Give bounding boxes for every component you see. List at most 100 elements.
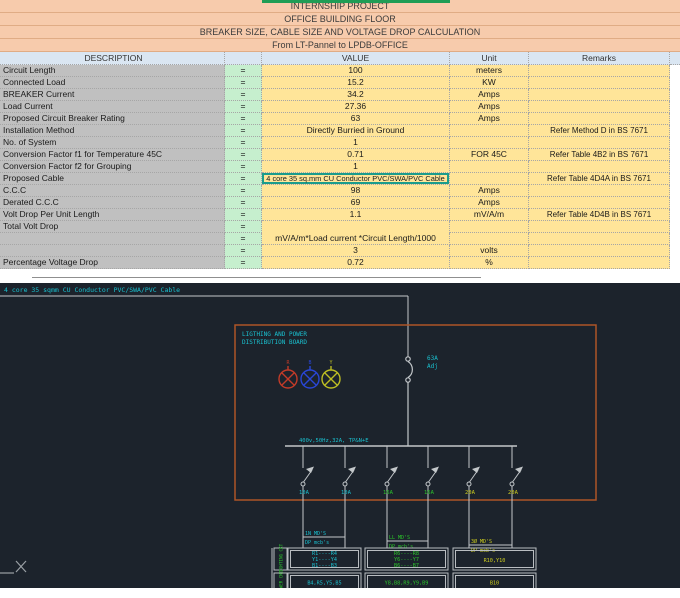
- cell-value[interactable]: 3: [262, 245, 450, 257]
- cell-unit[interactable]: [450, 221, 529, 233]
- cell-description[interactable]: Connected Load: [0, 77, 225, 89]
- cell-remarks[interactable]: [529, 245, 670, 257]
- cell-equals[interactable]: =: [225, 125, 262, 137]
- cell-equals[interactable]: =: [225, 113, 262, 125]
- cell-value[interactable]: 63: [262, 113, 450, 125]
- cell-remarks[interactable]: [529, 113, 670, 125]
- cell-remarks[interactable]: Refer Table 4B2 in BS 7671: [529, 149, 670, 161]
- cell-value[interactable]: 15.2: [262, 77, 450, 89]
- cell-equals[interactable]: =: [225, 161, 262, 173]
- cell-unit[interactable]: Amps: [450, 197, 529, 209]
- cell-value[interactable]: 1: [262, 161, 450, 173]
- cell-description[interactable]: Installation Method: [0, 125, 225, 137]
- cell-unit[interactable]: [450, 173, 529, 185]
- cell-description[interactable]: [0, 233, 225, 245]
- cell-remarks[interactable]: Refer Table 4D4A in BS 7671: [529, 173, 670, 185]
- cell-description[interactable]: Volt Drop Per Unit Length: [0, 209, 225, 221]
- cell-remarks[interactable]: [529, 161, 670, 173]
- cell-unit[interactable]: [450, 233, 529, 245]
- cell-value[interactable]: 1.1: [262, 209, 450, 221]
- cell-description[interactable]: Derated C.C.C: [0, 197, 225, 209]
- cell-value[interactable]: 0.72: [262, 257, 450, 269]
- cell-description[interactable]: No. of System: [0, 137, 225, 149]
- sheet-title-floor[interactable]: OFFICE BUILDING FLOOR: [0, 13, 680, 26]
- cell-remarks[interactable]: [529, 185, 670, 197]
- cell-unit[interactable]: Amps: [450, 101, 529, 113]
- cell-description[interactable]: Conversion Factor f1 for Temperature 45C: [0, 149, 225, 161]
- cell-unit[interactable]: %: [450, 257, 529, 269]
- cell-description[interactable]: Proposed Circuit Breaker Rating: [0, 113, 225, 125]
- cell-unit[interactable]: Amps: [450, 89, 529, 101]
- column-header-value[interactable]: VALUE: [262, 52, 450, 65]
- cell-unit[interactable]: volts: [450, 245, 529, 257]
- cell-unit[interactable]: [450, 137, 529, 149]
- cell-description[interactable]: [0, 245, 225, 257]
- column-header-remarks[interactable]: Remarks: [529, 52, 670, 65]
- cell-equals[interactable]: =: [225, 77, 262, 89]
- cell-value[interactable]: mV/A/m*Load current *Circuit Length/1000: [262, 233, 450, 245]
- cad-viewport[interactable]: 4 core 35 sqmm CU Conductor PVC/SWA/PVC …: [0, 283, 680, 593]
- table-row: = 3 volts: [0, 245, 680, 257]
- cell-value[interactable]: 69: [262, 197, 450, 209]
- cell-value[interactable]: 4 core 35 sq.mm CU Conductor PVC/SWA/PVC…: [262, 173, 450, 185]
- cell-description[interactable]: Conversion Factor f2 for Grouping: [0, 161, 225, 173]
- table-row: Percentage Voltage Drop = 0.72 %: [0, 257, 680, 269]
- cell-unit[interactable]: mV/A/m: [450, 209, 529, 221]
- cell-filler: [670, 209, 680, 221]
- cell-description[interactable]: Proposed Cable: [0, 173, 225, 185]
- lamp-yellow: [321, 366, 341, 389]
- cell-value[interactable]: 27.36: [262, 101, 450, 113]
- cell-equals[interactable]: =: [225, 185, 262, 197]
- cell-equals[interactable]: =: [225, 137, 262, 149]
- sheet-title-project[interactable]: INTERNSHIP PROJECT: [0, 0, 680, 13]
- cell-value[interactable]: 1: [262, 137, 450, 149]
- cell-remarks[interactable]: [529, 137, 670, 149]
- cell-description[interactable]: Load Current: [0, 101, 225, 113]
- cell-value[interactable]: [262, 221, 450, 233]
- sheet-title-calculation[interactable]: BREAKER SIZE, CABLE SIZE AND VOLTAGE DRO…: [0, 26, 680, 39]
- cell-description[interactable]: Percentage Voltage Drop: [0, 257, 225, 269]
- cell-remarks[interactable]: [529, 77, 670, 89]
- column-header-unit[interactable]: Unit: [450, 52, 529, 65]
- cell-equals[interactable]: =: [225, 209, 262, 221]
- cell-description[interactable]: BREAKER Current: [0, 89, 225, 101]
- cell-description[interactable]: C.C.C: [0, 185, 225, 197]
- cell-unit[interactable]: Amps: [450, 113, 529, 125]
- cell-remarks[interactable]: Refer Table 4D4B in BS 7671: [529, 209, 670, 221]
- cell-remarks[interactable]: [529, 221, 670, 233]
- cell-unit[interactable]: Amps: [450, 185, 529, 197]
- cell-equals[interactable]: =: [225, 65, 262, 77]
- cell-description[interactable]: Total Volt Drop: [0, 221, 225, 233]
- cell-value[interactable]: 34.2: [262, 89, 450, 101]
- cell-unit[interactable]: FOR 45C: [450, 149, 529, 161]
- cell-value[interactable]: 98: [262, 185, 450, 197]
- cell-unit[interactable]: meters: [450, 65, 529, 77]
- cell-equals[interactable]: =: [225, 233, 262, 245]
- cell-unit[interactable]: [450, 125, 529, 137]
- cell-remarks[interactable]: [529, 257, 670, 269]
- cell-remarks[interactable]: Refer Method D in BS 7671: [529, 125, 670, 137]
- cell-equals[interactable]: =: [225, 245, 262, 257]
- cell-equals[interactable]: =: [225, 257, 262, 269]
- column-header-equals[interactable]: [225, 52, 262, 65]
- cell-unit[interactable]: KW: [450, 77, 529, 89]
- cell-description[interactable]: Circuit Length: [0, 65, 225, 77]
- column-header-description[interactable]: DESCRIPTION: [0, 52, 225, 65]
- cell-equals[interactable]: =: [225, 101, 262, 113]
- cell-equals[interactable]: =: [225, 221, 262, 233]
- sheet-title-panel[interactable]: From LT-Pannel to LPDB-OFFICE: [0, 39, 680, 52]
- cell-equals[interactable]: =: [225, 173, 262, 185]
- cell-remarks[interactable]: [529, 197, 670, 209]
- cell-value[interactable]: 100: [262, 65, 450, 77]
- cell-value[interactable]: 0.71: [262, 149, 450, 161]
- cell-equals[interactable]: =: [225, 197, 262, 209]
- cell-value[interactable]: Directly Burried in Ground: [262, 125, 450, 137]
- cell-unit[interactable]: [450, 161, 529, 173]
- cell-remarks[interactable]: [529, 65, 670, 77]
- cell-equals[interactable]: =: [225, 89, 262, 101]
- cell-remarks[interactable]: [529, 89, 670, 101]
- cad-canvas[interactable]: [0, 283, 680, 588]
- cell-remarks[interactable]: [529, 233, 670, 245]
- cell-remarks[interactable]: [529, 101, 670, 113]
- cell-equals[interactable]: =: [225, 149, 262, 161]
